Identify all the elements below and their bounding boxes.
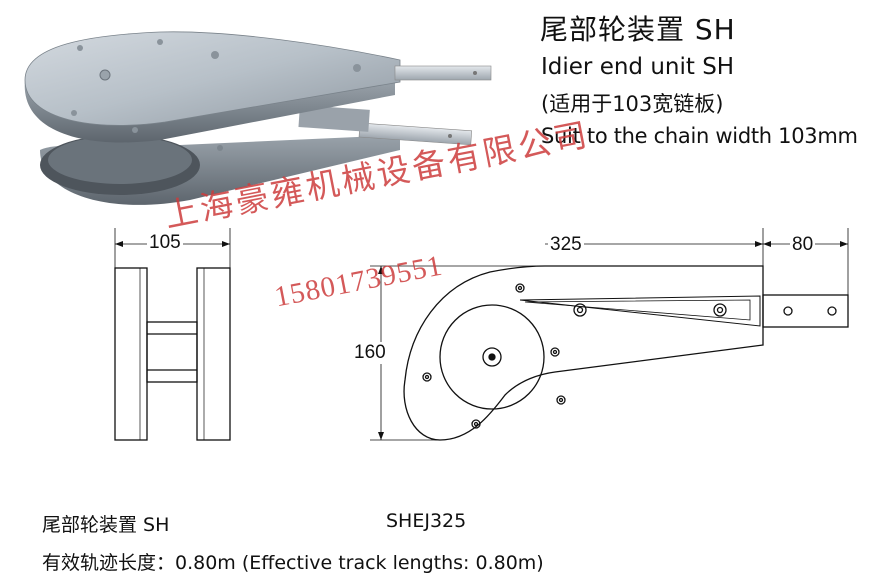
front-view [370, 228, 849, 441]
product-chain-width-cn: (适用于103宽链板) [541, 92, 724, 116]
dim-side-width: 105 [147, 232, 183, 254]
top-plate [24, 31, 401, 126]
side-view [114, 228, 231, 441]
dim-shaft: 80 [790, 234, 816, 256]
product-chain-width-en: Suit to the chain width 103mm [541, 124, 858, 148]
product-title-en: Idier end unit SH [541, 54, 735, 80]
footer-model: SHEJ325 [386, 510, 467, 532]
dim-length: 325 [548, 234, 584, 256]
footer-product-name: 尾部轮装置 SH [42, 514, 170, 536]
product-title-cn: 尾部轮装置 SH [540, 13, 736, 46]
upper-shaft-bar [394, 65, 492, 81]
footer-track-length: 有效轨迹长度：0.80m (Effective track lengths: 0… [42, 552, 544, 574]
dim-height: 160 [352, 342, 388, 364]
